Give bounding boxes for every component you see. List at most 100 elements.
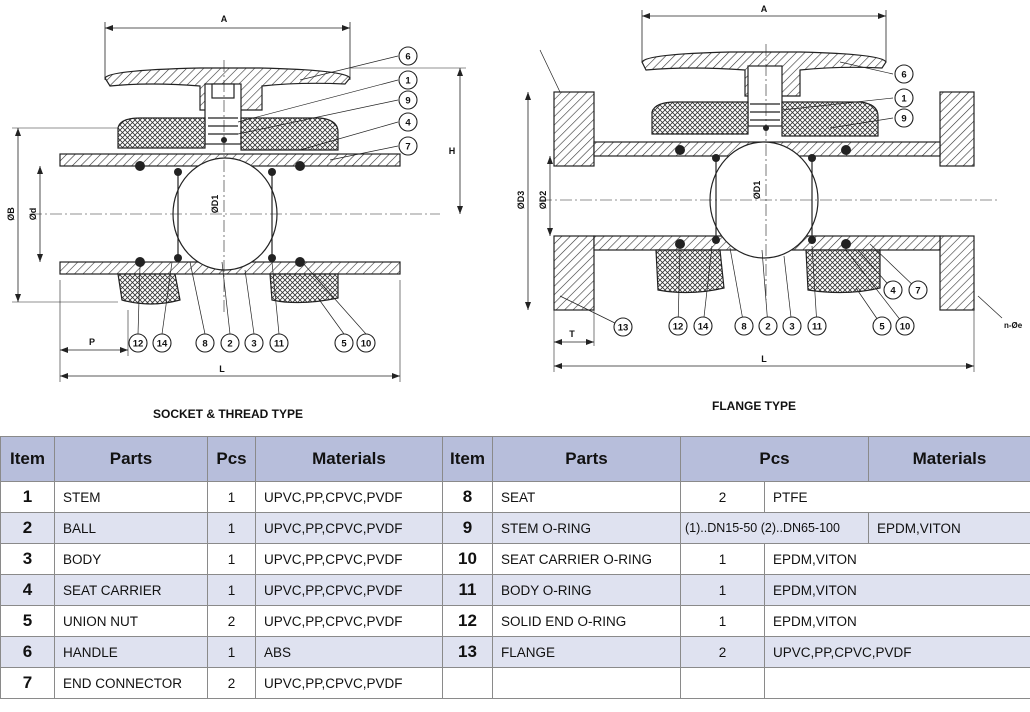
item-number: 7 [0,667,55,699]
flange-view [525,10,1003,372]
part-material: EPDM,VITON [764,574,1030,606]
part-material: UPVC,PP,CPVC,PVDF [255,512,443,544]
callout-bubble [398,90,418,110]
callout-bubble [220,333,240,353]
callout-bubble [128,333,148,353]
callout-label: 7 [915,286,920,297]
dim-D2-right: ØD2 [538,191,548,210]
callout-label: 4 [405,118,411,129]
header-pcs: Pcs [680,436,869,482]
item-number: 3 [0,543,55,575]
callout-bubble [398,46,418,66]
callout-label: 3 [789,322,794,333]
part-name: END CONNECTOR [54,667,208,699]
table-row: 7 END CONNECTOR 2 UPVC,PP,CPVC,PVDF [0,667,1030,699]
callout-label: 14 [698,322,709,333]
callout-label: 13 [618,323,629,334]
callout-label: 10 [361,339,372,350]
callout-bubble [908,280,928,300]
part-name: HANDLE [54,636,208,668]
header-item: Item [0,436,55,482]
part-name: FLANGE [492,636,681,668]
part-material: UPVC,PP,CPVC,PVDF [255,481,443,513]
callout-bubble [894,108,914,128]
dim-T-right: T [569,329,575,339]
callout-label: 12 [133,339,144,350]
empty-cell [442,667,493,699]
callout-bubble [872,316,892,336]
item-number: 4 [0,574,55,606]
part-pcs: 2 [207,605,256,637]
callout-label: 9 [405,96,410,107]
callout-bubble [668,316,688,336]
callout-label: 9 [901,114,906,125]
callout-label: 2 [227,339,232,350]
callout-bubble [894,64,914,84]
part-pcs: 1 [207,512,256,544]
header-materials: Materials [868,436,1030,482]
item-number: 5 [0,605,55,637]
table-row: 6 HANDLE 1 ABS 13 FLANGE 2 UPVC,PP,CPVC,… [0,636,1030,668]
empty-cell [680,667,765,699]
callout-label: 5 [341,339,347,350]
part-name: UNION NUT [54,605,208,637]
callout-bubble [807,316,827,336]
table-row: 3 BODY 1 UPVC,PP,CPVC,PVDF 10 SEAT CARRI… [0,543,1030,575]
dim-H-left: H [449,146,456,156]
part-name: SEAT CARRIER [54,574,208,606]
dim-L-right: L [761,354,767,364]
header-pcs: Pcs [207,436,256,482]
callout-bubble [356,333,376,353]
part-material: UPVC,PP,CPVC,PVDF [255,543,443,575]
part-name: SOLID END O-RING [492,605,681,637]
item-number: 13 [442,636,493,668]
callout-label: 3 [251,339,256,350]
callout-label: 14 [157,339,168,350]
item-number: 11 [442,574,493,606]
part-name: SEAT [492,481,681,513]
part-name: STEM [54,481,208,513]
part-pcs: 1 [207,543,256,575]
socket-thread-caption: SOCKET & THREAD TYPE [153,407,304,421]
part-pcs: 1 [680,543,765,575]
table-row: 1 STEM 1 UPVC,PP,CPVC,PVDF 8 SEAT 2 PTFE [0,481,1030,513]
callout-bubble [693,316,713,336]
part-pcs: 2 [207,667,256,699]
callout-bubble [758,316,778,336]
callout-bubble [195,333,215,353]
callout-label: 10 [900,322,911,333]
callout-label: 1 [901,94,907,105]
header-parts: Parts [492,436,681,482]
callout-label: 12 [673,322,684,333]
part-material: EPDM,VITON [764,543,1030,575]
part-material: UPVC,PP,CPVC,PVDF [255,574,443,606]
item-number: 8 [442,481,493,513]
callout-label: 8 [202,339,207,350]
part-pcs: 1 [680,574,765,606]
part-pcs: 2 [680,636,765,668]
callout-bubble [334,333,354,353]
callout-label: 11 [274,339,285,350]
dim-P-left: P [89,337,95,347]
part-pcs: 1 [207,574,256,606]
part-material: EPDM,VITON [764,605,1030,637]
part-pcs: 1 [680,605,765,637]
table-row: 5 UNION NUT 2 UPVC,PP,CPVC,PVDF 12 SOLID… [0,605,1030,637]
callout-bubble [734,316,754,336]
part-name: BALL [54,512,208,544]
flange-caption: FLANGE TYPE [712,399,797,413]
part-pcs: 2 [680,481,765,513]
callout-bubble [613,317,633,337]
callout-bubble [894,88,914,108]
callout-label: 6 [405,52,410,63]
callout-bubble [398,112,418,132]
callout-bubble [782,316,802,336]
item-number: 12 [442,605,493,637]
callout-bubble [244,333,264,353]
item-number: 9 [442,512,493,544]
part-material: UPVC,PP,CPVC,PVDF [255,605,443,637]
parts-table-header: Item Parts Pcs Materials Item Parts Pcs … [0,436,1030,482]
